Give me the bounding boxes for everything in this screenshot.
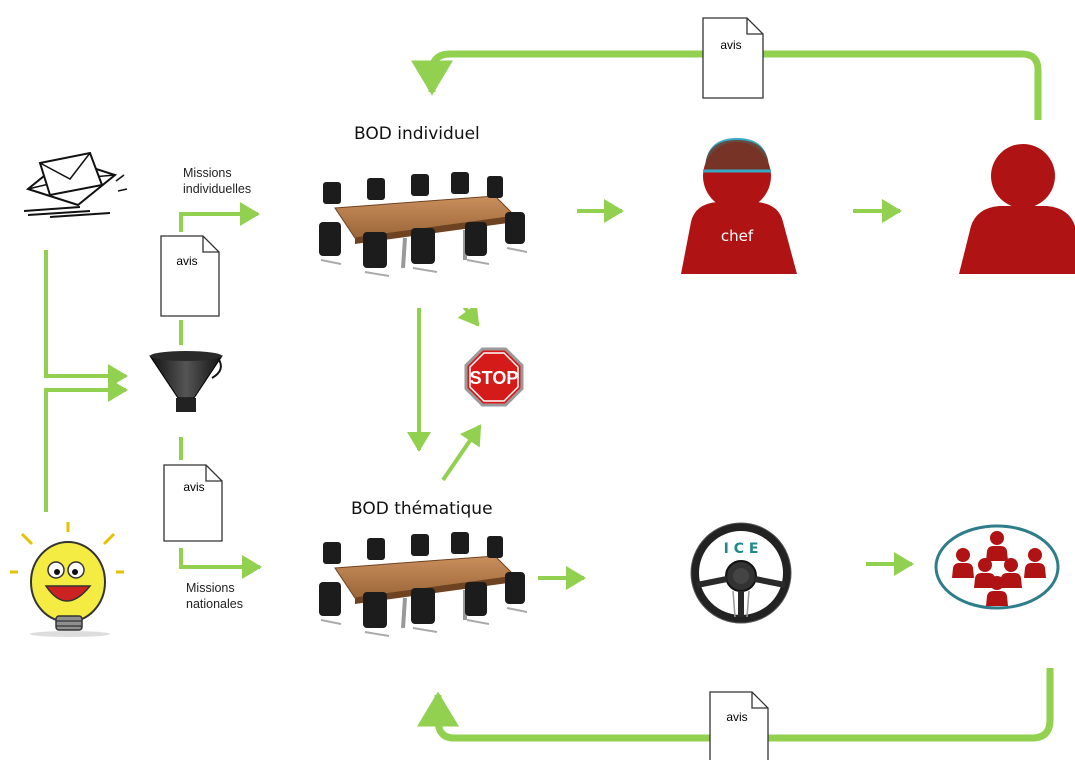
person-icon bbox=[959, 144, 1075, 274]
funnel-icon bbox=[146, 350, 226, 418]
chef-person-icon: chef bbox=[681, 138, 797, 274]
envelope-icon bbox=[20, 145, 128, 218]
missions-nationales-label: Missions nationales bbox=[186, 580, 243, 612]
stop-sign-icon: STOP bbox=[464, 347, 524, 407]
mail-to-filter-arrow bbox=[44, 250, 128, 388]
document-avis-top: avis bbox=[702, 17, 764, 99]
missions-individuelles-arrow bbox=[179, 202, 260, 232]
lightbulb-icon bbox=[10, 520, 127, 638]
document-avis-upper-left-label: avis bbox=[176, 254, 197, 268]
missions-nationales-arrow bbox=[179, 548, 262, 579]
stop-label: STOP bbox=[470, 368, 519, 388]
chef-label: chef bbox=[721, 227, 754, 245]
ice-label: I C E bbox=[724, 541, 759, 557]
document-avis-upper-left: avis bbox=[160, 235, 220, 317]
document-avis-bottom: avis bbox=[709, 691, 769, 760]
document-avis-bottom-label: avis bbox=[726, 710, 747, 724]
missions-individuelles-line-2: individuelles bbox=[183, 182, 252, 196]
missions-nationales-line-2: nationales bbox=[186, 597, 243, 611]
team-icon bbox=[934, 524, 1060, 610]
document-avis-top-label: avis bbox=[720, 38, 741, 52]
document-avis-lower-left-label: avis bbox=[183, 480, 204, 494]
idea-to-filter-arrow bbox=[44, 378, 128, 512]
conference-table-icon bbox=[305, 128, 535, 308]
missions-individuelles-line-1: Missions bbox=[183, 166, 232, 180]
conference-table-icon bbox=[305, 490, 535, 670]
steering-wheel-icon: I C E bbox=[690, 522, 792, 624]
bod-thematique-title: BOD thématique bbox=[351, 499, 493, 519]
missions-individuelles-label: Missions individuelles bbox=[183, 165, 251, 197]
bod-individuel-title: BOD individuel bbox=[354, 124, 480, 144]
missions-nationales-line-1: Missions bbox=[186, 581, 235, 595]
document-avis-lower-left: avis bbox=[163, 464, 223, 542]
bod-thematique-to-stop-arrow bbox=[441, 424, 482, 482]
